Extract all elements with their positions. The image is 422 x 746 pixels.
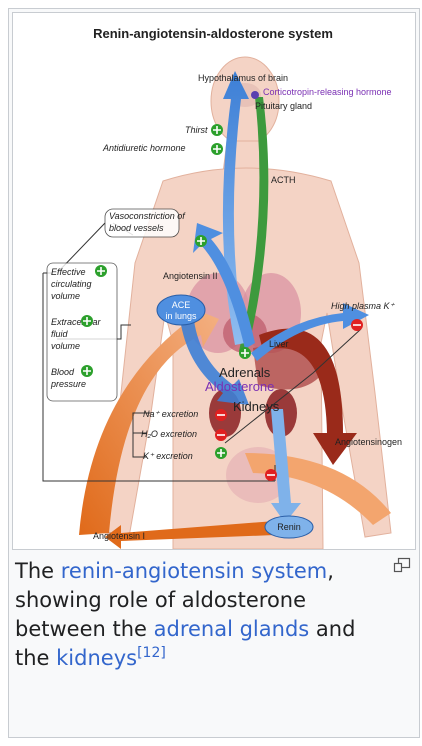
plus-icon (211, 143, 223, 155)
plus-icon (195, 235, 207, 247)
figure-caption: The renin-angiotensin system, showing ro… (15, 557, 395, 673)
label-crh: Corticotropin-releasing hormone (263, 87, 392, 97)
label-thirst: Thirst (185, 125, 208, 135)
label-na: Na⁺ excretion (143, 409, 198, 419)
label-high-k: High plasma K⁺ (331, 301, 396, 311)
diagram-image[interactable]: Renin-angiotensin-aldosterone system (12, 12, 416, 550)
link-adrenal-glands[interactable]: adrenal glands (154, 617, 310, 641)
label-adrenals: Adrenals (219, 365, 271, 380)
magnify-icon[interactable] (393, 557, 411, 573)
label-liver: Liver (269, 339, 289, 349)
label-ace-2: in lungs (165, 311, 197, 321)
label-extracellular-2: fluid (51, 329, 69, 339)
label-pituitary: Pituitary gland (255, 101, 312, 111)
label-vasoconstriction-1: Vasoconstriction of (109, 211, 186, 221)
label-angiotensin-i: Angiotensin I (93, 531, 145, 541)
reference-link[interactable]: [12] (137, 645, 166, 661)
plus-icon (95, 265, 107, 277)
label-angiotensin-ii: Angiotensin II (163, 271, 218, 281)
link-kidneys[interactable]: kidneys (56, 646, 137, 670)
minus-icon (215, 429, 227, 441)
label-h2o: H₂O excretion (141, 429, 197, 439)
label-aldosterone: Aldosterone (205, 379, 274, 394)
plus-icon (215, 447, 227, 459)
label-adh: Antidiuretic hormone (102, 143, 186, 153)
plus-icon (239, 347, 251, 359)
label-effective-1: Effective (51, 267, 86, 277)
label-effective-2: circulating (51, 279, 92, 289)
label-extracellular-1: Extracellular (51, 317, 102, 327)
figure-thumbnail: Renin-angiotensin-aldosterone system (8, 8, 420, 738)
minus-icon (265, 469, 277, 481)
pituitary-marker (251, 91, 259, 99)
raas-diagram: Renin-angiotensin-aldosterone system (13, 13, 415, 549)
label-blood-2: pressure (50, 379, 86, 389)
label-hypothalamus: Hypothalamus of brain (198, 73, 288, 83)
caption-text: The (15, 559, 61, 583)
label-kidneys: Kidneys (233, 399, 280, 414)
minus-icon (215, 409, 227, 421)
plus-icon (81, 365, 93, 377)
label-vasoconstriction-2: blood vessels (109, 223, 164, 233)
label-k: K⁺ excretion (143, 451, 193, 461)
link-renin-angiotensin-system[interactable]: renin-angiotensin system (61, 559, 327, 583)
label-acth: ACTH (271, 175, 296, 185)
plus-icon (211, 124, 223, 136)
label-extracellular-3: volume (51, 341, 80, 351)
label-renin: Renin (277, 522, 301, 532)
label-ace-1: ACE (172, 300, 191, 310)
label-blood-1: Blood (51, 367, 75, 377)
diagram-title: Renin-angiotensin-aldosterone system (93, 26, 333, 41)
label-angiotensinogen: Angiotensinogen (335, 437, 402, 447)
plus-icon (81, 315, 93, 327)
minus-icon (351, 319, 363, 331)
label-effective-3: volume (51, 291, 80, 301)
